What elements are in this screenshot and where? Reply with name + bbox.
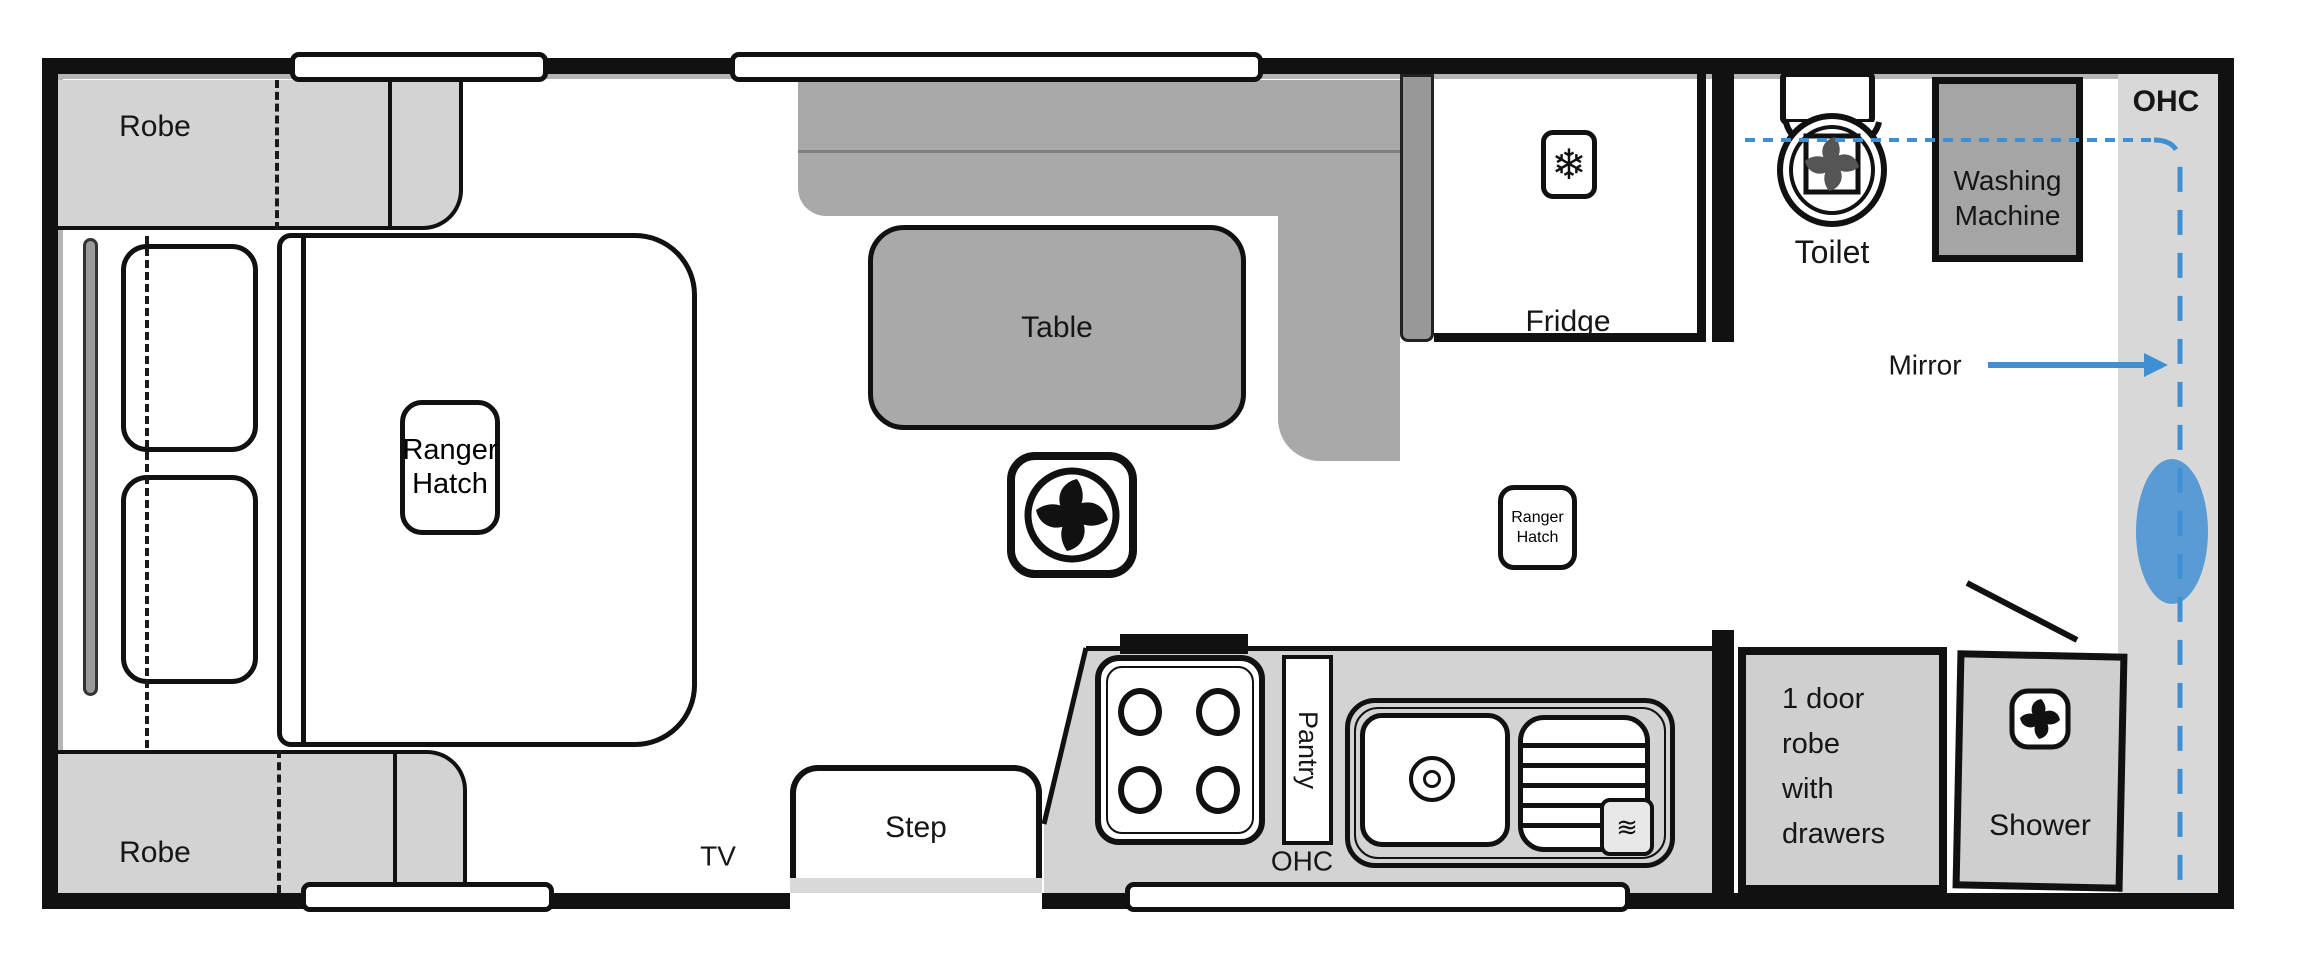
shower (1952, 650, 2128, 892)
pantry: Pantry (1282, 655, 1333, 845)
window (290, 52, 548, 82)
bed-ranger-hatch-label-2: Hatch (412, 467, 488, 500)
robe-top-dashed-line (275, 80, 279, 230)
basin-icon (2136, 459, 2208, 604)
sink-unit-inner-line (1354, 707, 1666, 859)
stove (1095, 655, 1265, 845)
washing-machine-label-1: Washing (1953, 165, 2062, 196)
stove-burner (1118, 688, 1162, 736)
kitchen-counter-top-edge (1086, 646, 1712, 651)
bed (277, 233, 697, 747)
shower-door-line (1965, 580, 2079, 643)
wall-left (42, 58, 58, 909)
bed-headboard-line (301, 238, 306, 742)
step-label: Step (885, 811, 947, 845)
table-label: Table (1021, 311, 1093, 345)
sink-drain-center (1423, 770, 1441, 788)
window (301, 882, 554, 912)
fridge-label: Fridge (1525, 305, 1611, 339)
stove-inner-frame (1106, 666, 1254, 834)
shower-fan-icon (2009, 688, 2071, 750)
front-window-icon (83, 238, 98, 696)
kitchen-ohc-label: OHC (1270, 845, 1334, 877)
bathroom-wall-upper (1712, 58, 1734, 342)
shower-label: Shower (1989, 809, 2091, 843)
fridge-side-panel (1400, 74, 1434, 342)
stove-burner (1118, 766, 1162, 814)
window (730, 52, 1263, 82)
fridge-right-border (1697, 74, 1706, 342)
toilet-icon (1770, 64, 1895, 234)
sink-drain-icon (1409, 756, 1455, 802)
tv-label: TV (700, 840, 736, 872)
bed-ranger-hatch: Ranger Hatch (400, 400, 500, 535)
top-ohc-label: OHC (2132, 85, 2200, 119)
entry-step (790, 765, 1042, 878)
dinette-rear-bench (798, 80, 1400, 216)
small-ranger-hatch: Ranger Hatch (1498, 485, 1577, 570)
entry-threshold (790, 876, 1042, 893)
robe-bottom-divider (393, 750, 397, 893)
mirror-label: Mirror (1888, 349, 1962, 381)
washing-machine: Washing Machine (1932, 77, 2083, 262)
bathroom-wall-lower (1712, 630, 1734, 909)
robe-top-box (58, 80, 463, 230)
robe-with-drawers: 1 door robe with drawers (1738, 647, 1947, 893)
stove-burner (1196, 688, 1240, 736)
wall-accent-left (58, 74, 63, 893)
pillow (121, 475, 258, 684)
robe-top-divider (388, 80, 392, 230)
microwave-icon: ≋ (1600, 798, 1654, 856)
wall-right (2218, 58, 2234, 909)
dinette-bench-seam (798, 150, 1400, 153)
robe-with-drawers-label: 1 door robe with drawers (1782, 683, 1886, 850)
small-ranger-hatch-label-1: Ranger (1511, 509, 1564, 527)
stove-flue-bar (1120, 634, 1248, 654)
bed-center-dashed-line (145, 236, 149, 748)
washing-machine-label-2: Machine (1954, 200, 2061, 231)
robe-bottom-dashed-line (277, 750, 281, 893)
dinette-side-bench (1278, 216, 1400, 461)
pillow (121, 244, 258, 452)
pantry-label: Pantry (1293, 710, 1323, 790)
snowflake-icon: ❄ (1541, 130, 1597, 199)
toilet-label: Toilet (1794, 234, 1870, 271)
window (1125, 882, 1630, 912)
roof-vent-fan-icon (1007, 452, 1137, 578)
small-ranger-hatch-label-2: Hatch (1516, 528, 1559, 546)
sink-unit (1345, 698, 1675, 868)
robe-bottom-box (58, 750, 467, 893)
stove-burner (1196, 766, 1240, 814)
toilet-fan-icon (1805, 137, 1859, 191)
bed-ranger-hatch-label-1: Ranger (402, 434, 498, 467)
robe-top-label: Robe (119, 110, 191, 144)
fridge-bottom-border (1434, 333, 1706, 342)
dinette-table (868, 225, 1246, 430)
robe-bottom-label: Robe (119, 836, 191, 870)
